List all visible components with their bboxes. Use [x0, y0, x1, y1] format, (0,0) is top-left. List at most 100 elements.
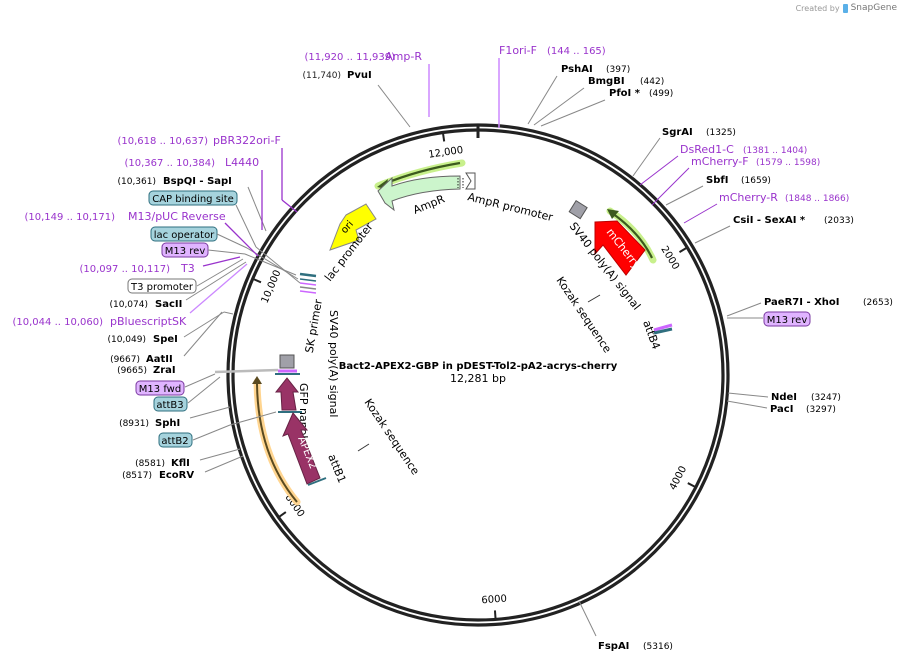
feature-gfp-nanobody-arrow[interactable]	[274, 377, 300, 411]
m13-rev-left-leader-ext	[244, 253, 297, 276]
primer-l4440[interactable]: L4440	[225, 156, 259, 169]
boxed-label-m13-rev-right[interactable]: M13 rev	[763, 311, 811, 327]
enzyme-aatii-leader	[183, 311, 223, 357]
feature-ampr-promoter-arrow[interactable]	[465, 172, 476, 190]
svg-text:attB3: attB3	[156, 400, 183, 411]
enzyme-pvui[interactable]: PvuI	[347, 70, 372, 81]
enzyme-sacii[interactable]: SacII	[155, 299, 182, 310]
primer-mcherry-r-leader	[683, 203, 718, 224]
boxed-label-cap-binding-site[interactable]: CAP binding site	[148, 190, 238, 206]
enzyme-sbfi[interactable]: SbfI	[706, 175, 728, 186]
svg-text:M13 fwd: M13 fwd	[139, 384, 181, 395]
enzyme-sacii-pos: (10,074)	[109, 300, 148, 310]
lac-region-markers[interactable]	[299, 272, 317, 294]
feature-label-ampr-promoter: AmpR promoter	[466, 190, 554, 224]
enzyme-pvui-pos: (11,740)	[302, 71, 341, 81]
kozak-left-tick	[357, 443, 370, 452]
boxed-label-attb3[interactable]: attB3	[153, 396, 188, 412]
enzyme-paci[interactable]: PacI	[770, 404, 793, 415]
primer-t3[interactable]: T3	[180, 262, 195, 275]
feature-sv40-polya-box-left[interactable]	[279, 354, 295, 369]
attb3-leader	[187, 376, 221, 404]
enzyme-pshai-leader	[527, 75, 558, 125]
primer-pbr322ori-f-leader-ext	[281, 199, 298, 213]
tick-mark	[687, 482, 696, 488]
enzyme-aatii[interactable]: AatII	[146, 354, 173, 365]
enzyme-paer7i-xhoi-pos: (2653)	[863, 298, 893, 308]
primer-m13-puc-reverse-leader	[224, 222, 259, 257]
primer-pbr322ori-f[interactable]: pBR322ori-F	[213, 134, 281, 147]
boxed-label-t3-promoter[interactable]: T3 promoter	[127, 278, 197, 294]
enzyme-kfli[interactable]: KflI	[171, 458, 190, 469]
kozak-right-tick	[587, 294, 601, 303]
primer-pbluescriptsk[interactable]: pBluescriptSK	[110, 315, 187, 328]
plasmid-length: 12,281 bp	[450, 372, 506, 385]
svg-text:T3 promoter: T3 promoter	[130, 282, 194, 293]
primer-mcherry-f[interactable]: mCherry-F	[691, 155, 749, 168]
primer-m13-puc-reverse[interactable]: M13/pUC Reverse	[128, 210, 226, 223]
enzyme-bspqi-sapi-leader	[247, 186, 267, 232]
attb2-leader-ext	[229, 411, 277, 426]
enzyme-spei-pos: (10,049)	[107, 335, 146, 345]
enzyme-sphi[interactable]: SphI	[155, 418, 180, 429]
enzyme-paci-pos: (3297)	[806, 405, 836, 415]
enzyme-pfoi-leader	[540, 99, 606, 127]
svg-text:M13 rev: M13 rev	[165, 246, 206, 257]
enzyme-zrai-pos: (9665)	[117, 366, 147, 376]
backbone-outer-strand	[226, 123, 730, 627]
primer-amp-r[interactable]: Amp-R	[385, 50, 422, 63]
primer-amp-r-range: (11,920 .. 11,939)	[305, 52, 396, 63]
feature-apex2-arrow[interactable]: APEX2	[282, 412, 321, 485]
tick-mark	[442, 133, 446, 142]
enzyme-bspqi-sapi[interactable]: BspQI - SapI	[163, 176, 232, 187]
boxed-label-attb2[interactable]: attB2	[158, 432, 193, 448]
feature-sv40-polya-box-right[interactable]	[568, 200, 588, 220]
enzyme-ndei-pos: (3247)	[811, 393, 841, 403]
primer-t3-range: (10,097 .. 10,117)	[80, 264, 171, 275]
enzyme-zrai[interactable]: ZraI	[153, 365, 176, 376]
boxed-label-m13-rev-left[interactable]: M13 rev	[161, 242, 209, 258]
boxed-label-lac-operator[interactable]: lac operator	[150, 226, 218, 242]
enzyme-ecorv-leader	[204, 455, 244, 473]
enzyme-pvui-leader	[377, 84, 411, 128]
lac-operator-leader	[216, 233, 248, 249]
enzyme-paer7i-xhoi[interactable]: PaeR7I - XhoI	[764, 297, 840, 308]
tick-label: 12,000	[428, 145, 464, 161]
enzyme-ecorv[interactable]: EcoRV	[159, 470, 194, 481]
feature-label-kozak-right: Kozak sequence	[554, 274, 615, 355]
primer-mcherry-r-range: (1848 .. 1866)	[785, 194, 849, 204]
boxed-label-m13-fwd[interactable]: M13 fwd	[135, 380, 185, 396]
primer-mcherry-f-leader	[651, 167, 690, 206]
enzyme-csii-sexai-pos: (2033)	[824, 216, 854, 226]
primer-f1ori-f-range: (144 .. 165)	[547, 46, 606, 57]
enzyme-pshai[interactable]: PshAI	[561, 64, 593, 75]
enzyme-sbfi-leader	[665, 185, 704, 206]
feature-attb4-marker[interactable]	[653, 323, 673, 335]
primer-f1ori-f[interactable]: F1ori-F	[499, 44, 537, 57]
enzyme-fspai[interactable]: FspAI	[598, 641, 629, 652]
feature-ampr-arrow[interactable]	[377, 175, 464, 212]
enzyme-ndei[interactable]: NdeI	[771, 392, 797, 403]
enzyme-aatii-pos: (9667)	[110, 355, 140, 365]
enzyme-paer7i-xhoi-leader	[726, 302, 762, 317]
enzyme-pfoi[interactable]: PfoI *	[609, 88, 641, 99]
primer-mcherry-r[interactable]: mCherry-R	[719, 191, 778, 204]
enzyme-ecorv-pos: (8517)	[122, 471, 152, 481]
enzyme-sgrai-pos: (1325)	[706, 128, 736, 138]
enzyme-spei[interactable]: SpeI	[153, 334, 178, 345]
feature-label-ampr: AmpR	[411, 192, 447, 216]
tick-mark	[253, 278, 262, 284]
enzyme-sgrai-leader	[632, 137, 661, 177]
enzyme-bmgbi-pos: (442)	[640, 77, 664, 87]
enzyme-spei-leader	[183, 311, 225, 338]
enzyme-sgrai[interactable]: SgrAI	[662, 127, 693, 138]
feature-ori-arrow[interactable]: ori	[329, 203, 377, 251]
enzyme-sacii-leader	[185, 261, 247, 301]
primer-dsred1-c[interactable]: DsRed1-C	[680, 143, 734, 156]
enzyme-csii-sexai[interactable]: CsiI - SexAI *	[733, 215, 806, 226]
credit-prefix: Created by	[795, 3, 840, 13]
enzyme-bmgbi[interactable]: BmgBI	[588, 76, 625, 87]
svg-text:attB2: attB2	[161, 436, 188, 447]
feature-label-sk-primer: SK primer	[303, 298, 325, 354]
